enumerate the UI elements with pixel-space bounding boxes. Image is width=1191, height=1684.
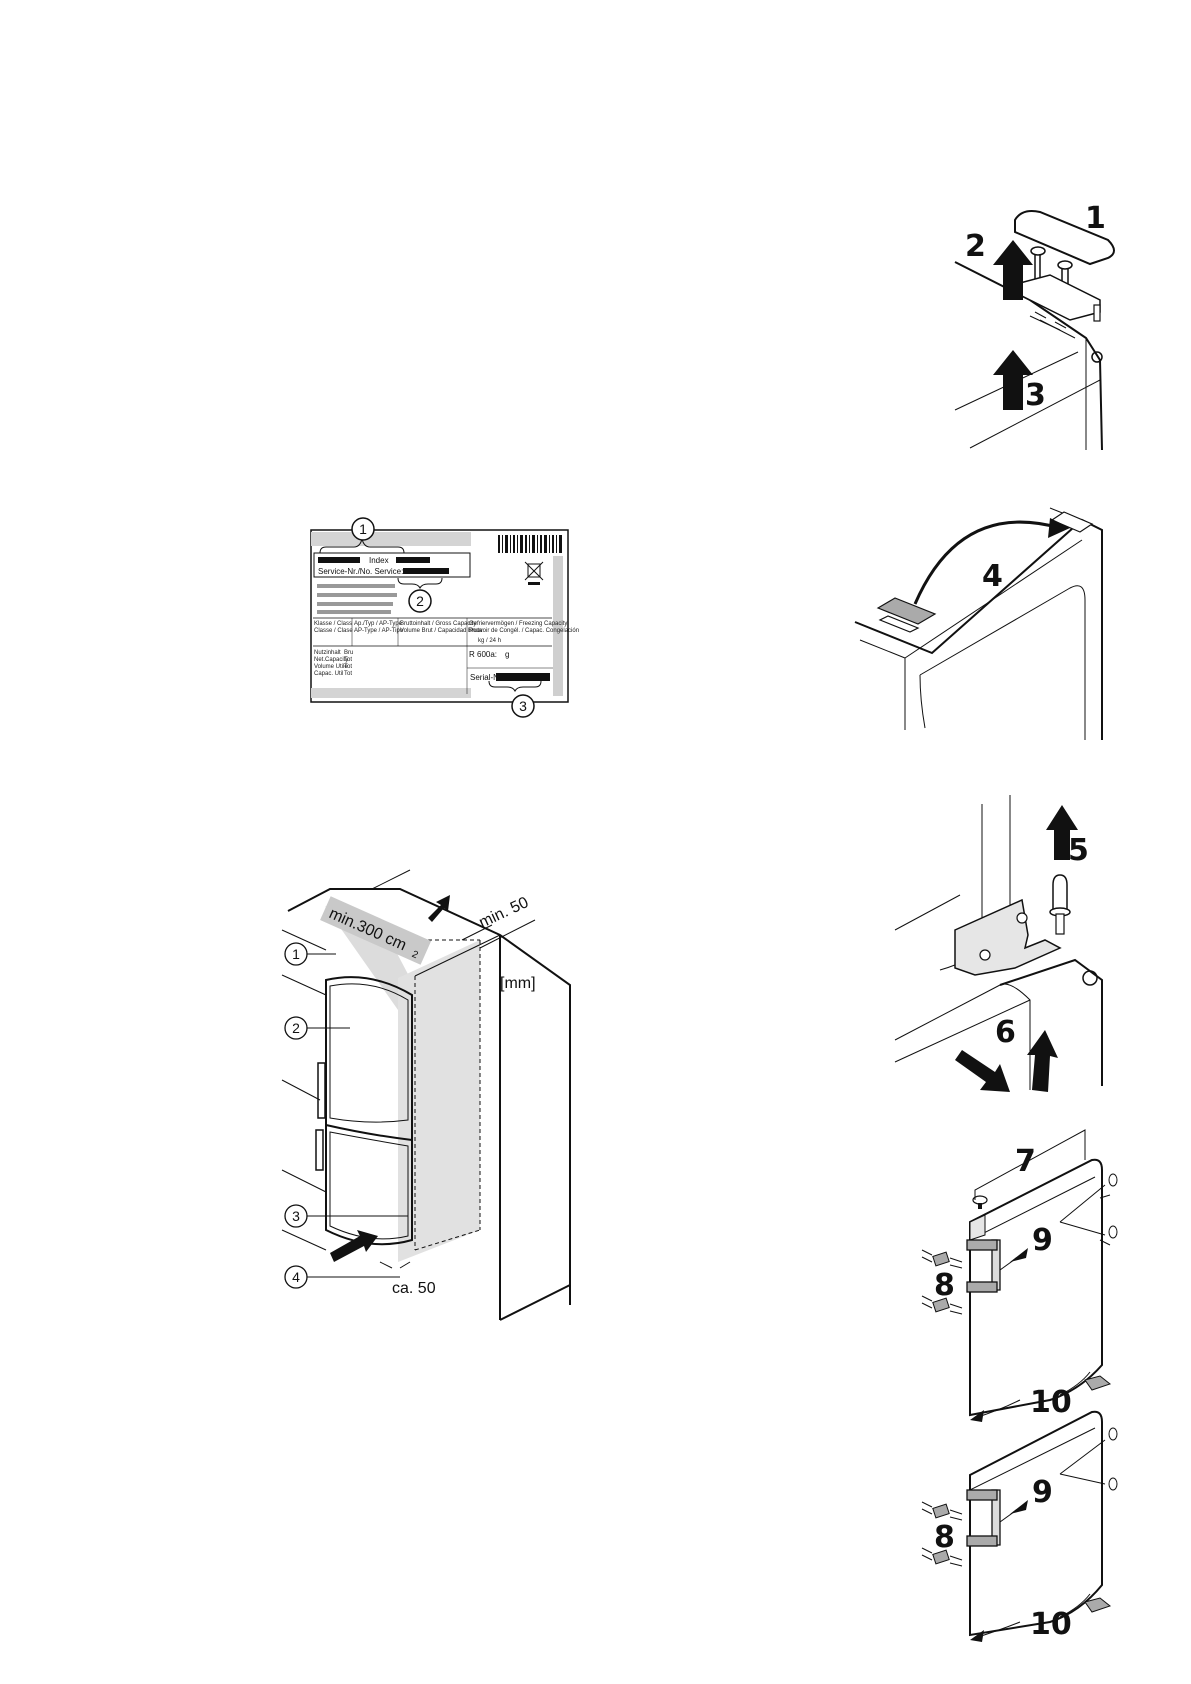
- cover-transfer-diagram: 4: [854, 507, 1103, 740]
- gram-unit: g: [505, 650, 509, 659]
- serial-label: Serial-Nr.: [470, 673, 503, 682]
- unit-label: [mm]: [500, 975, 536, 992]
- upper-door-diagram: 7 8 9 10: [921, 1129, 1118, 1422]
- install-callout-2: 2: [284, 1016, 350, 1040]
- kg-label: kg / 24 h: [478, 638, 501, 644]
- plate-callout-2: 2: [408, 589, 432, 613]
- step-6: 6: [995, 1015, 1016, 1050]
- step-10: 10: [1030, 1385, 1072, 1420]
- installation-diagram: min.300 cm 2 min. 50 [mm] ca. 50 1 2: [281, 869, 571, 1321]
- svg-text:ca. 50: ca. 50: [392, 1280, 436, 1297]
- hinge-pin-removal-diagram: 5 6: [894, 795, 1103, 1092]
- transfer-arrow: [1048, 518, 1070, 538]
- svg-text:1: 1: [359, 521, 367, 537]
- svg-text:3: 3: [519, 698, 527, 714]
- service-label: Service-Nr./No. Service:: [318, 567, 403, 576]
- airflow-in-arrow: [330, 1230, 378, 1262]
- step-8: 8: [934, 1268, 955, 1303]
- step-5: 5: [1068, 833, 1089, 868]
- refrigerant-label: R 600a:: [469, 650, 497, 659]
- step-8b: 8: [934, 1520, 955, 1555]
- door-out-arrow: [955, 1050, 1010, 1092]
- svg-text:3: 3: [292, 1208, 300, 1224]
- index-label: Index: [369, 556, 389, 565]
- step-2: 2: [965, 229, 986, 264]
- plate-callout-1: 1: [351, 517, 375, 541]
- svg-text:1: 1: [292, 946, 300, 962]
- waste-bin-icon: [524, 561, 544, 585]
- airflow-out-arrow: [428, 895, 450, 922]
- step-3: 3: [1025, 378, 1046, 413]
- bottom-gap-dimension: ca. 50: [379, 1261, 436, 1297]
- plate-callout-3: 3: [511, 694, 535, 718]
- door-up-arrow: [1027, 1030, 1058, 1092]
- barcode: [497, 534, 563, 554]
- step-9b: 9: [1032, 1475, 1053, 1510]
- svg-text:2: 2: [292, 1020, 300, 1036]
- svg-text:2: 2: [416, 593, 424, 609]
- lift-up-arrow-3: [993, 350, 1033, 410]
- step-1: 1: [1085, 201, 1106, 236]
- step-10b: 10: [1030, 1607, 1072, 1642]
- lift-up-arrow-2: [993, 240, 1033, 300]
- install-callout-4: 4: [284, 1265, 400, 1289]
- rating-plate-diagram: Index Service-Nr./No. Service: 1 2 3: [310, 517, 579, 718]
- step-9: 9: [1032, 1223, 1053, 1258]
- step-4: 4: [982, 559, 1003, 594]
- step-7: 7: [1015, 1144, 1036, 1179]
- install-callout-3: 3: [284, 1204, 408, 1228]
- svg-text:4: 4: [292, 1269, 300, 1285]
- install-callout-1: 1: [284, 942, 336, 966]
- hinge-cover-removal-diagram: 1 2 3: [954, 201, 1115, 451]
- svg-text:2: 2: [410, 949, 420, 961]
- pin-up-arrow: [1046, 805, 1078, 860]
- lower-door-diagram: 8 9 10: [921, 1410, 1118, 1642]
